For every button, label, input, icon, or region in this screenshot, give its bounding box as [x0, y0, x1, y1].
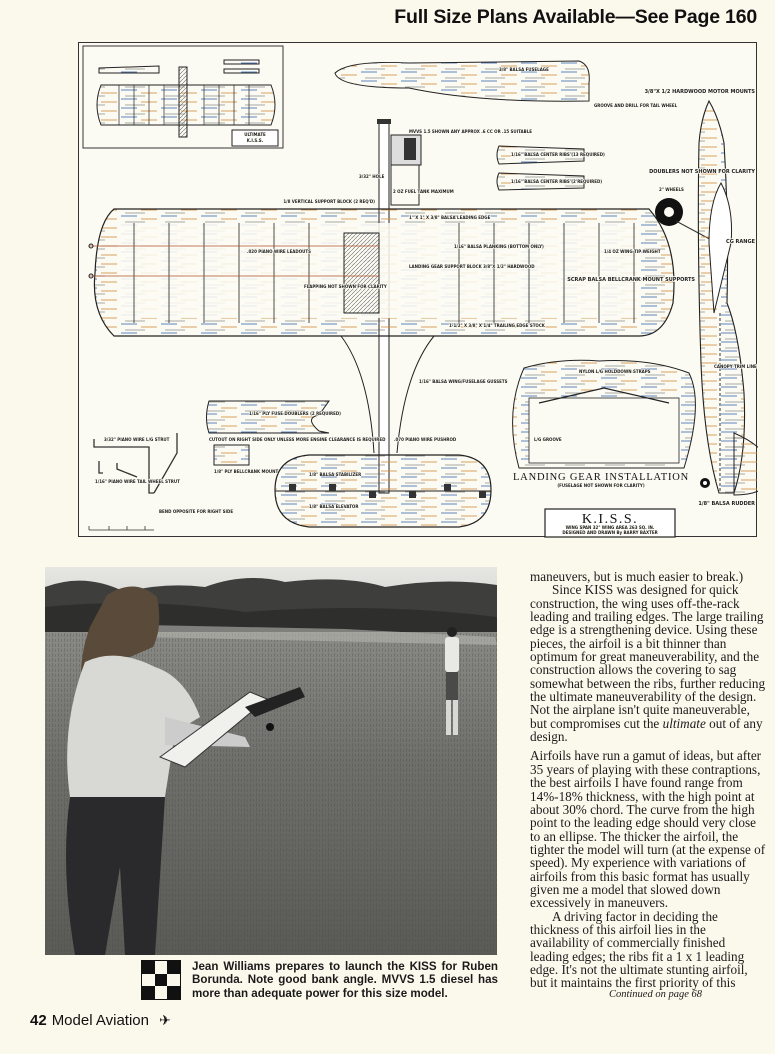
- label-gear-block: LANDING GEAR SUPPORT BLOCK 3/8"X 1/2" HA…: [409, 264, 535, 269]
- woman-launcher: [66, 586, 250, 955]
- body-line: thickness of this airfoil lies in the: [530, 921, 706, 937]
- body-line: pieces, the airfoil is a bit thinner tha…: [530, 635, 727, 651]
- label-elevator: 1/8" BALSA ELEVATOR: [309, 504, 358, 509]
- body-line: edge is a strengthening device. Using th…: [530, 622, 758, 638]
- photo-caption: Jean Williams prepares to launch the KIS…: [192, 960, 498, 1000]
- title-block: K.I.S.S. WING SPAN 32" WING AREA 263 SQ.…: [544, 508, 676, 538]
- label-fuselage: 3/8" BALSA FUSELAGE: [499, 67, 549, 72]
- article-body: maneuvers, but is much easier to break.)…: [530, 569, 766, 1000]
- body-line: speed). My experience with variations of: [530, 855, 747, 871]
- magazine-name: Model Aviation: [51, 1012, 149, 1029]
- page-header: Full Size Plans Available—See Page 160: [394, 6, 757, 28]
- label-tip-weight: 1/4 OZ WING TIP WEIGHT: [604, 249, 661, 254]
- body-line: the ultimate maneuverability of the desi…: [530, 689, 757, 705]
- label-bend: BEND OPPOSITE FOR RIGHT SIDE: [159, 509, 233, 514]
- fuse-doubler: [206, 400, 330, 434]
- body-line: excessively in maneuvers.: [530, 895, 669, 911]
- body-line: to an ellipse. The thicker the airfoil, …: [530, 828, 739, 844]
- scale-bar: [88, 526, 154, 531]
- body-line: leading edges; the ribs fit a 1 x 1 lead…: [530, 948, 745, 964]
- label-flapping: FLAPPING NOT SHOWN FOR CLARITY: [304, 284, 387, 289]
- label-cg: CG RANGE: [726, 239, 756, 245]
- body-line: construction allows the covering to sag: [530, 662, 737, 678]
- label-rudder: 1/8" BALSA RUDDER: [698, 501, 755, 507]
- label-ribs13: 1/16" BALSA CENTER RIBS (13 REQUIRED): [511, 152, 605, 157]
- body-line: about 30% chord. The curve from the high: [530, 801, 755, 817]
- plans-drawing: ULTIMATE K.I.S.S. 3/8" BALSA FUSELAGE GR…: [78, 42, 758, 538]
- body-line: maneuvers, but is much easier to break.): [530, 569, 744, 584]
- label-tailwheel: 1/16" PIANO WIRE TAIL WHEEL STRUT: [95, 479, 180, 484]
- title-block-specs: WING SPAN 32" WING AREA 263 SQ. IN.: [566, 525, 655, 530]
- body-italic: ultimate: [662, 715, 706, 731]
- body-text: out of any: [705, 715, 763, 731]
- label-bellcrank: SCRAP BALSA BELLCRANK MOUNT SUPPORTS: [567, 277, 695, 283]
- label-straps: NYLON L/G HOLDDOWN STRAPS: [579, 369, 651, 374]
- label-stabilizer: 1/8" BALSA STABILIZER: [309, 472, 361, 477]
- label-tank: 2 OZ FUEL TANK MAXIMUM: [393, 189, 454, 194]
- label-motor-mounts: 3/8"X 1/2 HARDWOOD MOTOR MOUNTS: [645, 89, 756, 95]
- label-ribs2: 1/16" BALSA CENTER RIBS (2 REQUIRED): [511, 179, 602, 184]
- rudder: [733, 432, 758, 496]
- airplane-icon: ✈: [159, 1012, 171, 1028]
- distant-pilot: [445, 627, 459, 735]
- label-support: 1/8 VERTICAL SUPPORT BLOCK (2 REQ'D): [283, 199, 375, 204]
- body-line: given me a model that slowed down: [530, 881, 721, 897]
- page-number: 42: [30, 1012, 47, 1029]
- body-line: Airfoils have run a gamut of ideas, but …: [530, 748, 762, 764]
- landing-gear-title: LANDING GEAR INSTALLATION: [513, 472, 689, 483]
- body-text: but compromises cut the: [530, 715, 663, 731]
- body-line: Since KISS was designed for quick: [552, 582, 739, 598]
- body-line: optimum for great maneuverability, and t…: [530, 649, 760, 665]
- label-hole: 3/32" HOLE: [359, 174, 385, 179]
- label-planking: 1/16" BALSA PLANKING (BOTTOM ONLY): [454, 244, 544, 249]
- body-line: edge. It's not the ultimate stunting air…: [530, 961, 748, 977]
- label-trailing-edge: 1-1/2" X 3/8" X 1/4" TRAILING EDGE STOCK: [449, 323, 546, 328]
- label-leading-edge: 1" X 1" X 3/8" BALSA LEADING EDGE: [409, 215, 491, 220]
- body-line: but it maintains the first priority of t…: [530, 975, 736, 991]
- continued-note: Continued on page 68: [608, 988, 702, 1000]
- title-block-name: K.I.S.S.: [582, 512, 638, 527]
- body-line: but compromises cut the ultimate out of …: [530, 715, 763, 731]
- label-cutout: CUTOUT ON RIGHT SIDE ONLY UNLESS MORE EN…: [209, 437, 386, 442]
- label-leadouts: .020 PIANO WIRE LEADOUTS: [247, 249, 311, 254]
- label-bellcrank-mount: 1/8" PLY BELLCRANK MOUNT: [214, 469, 278, 474]
- checker-caption-icon: [141, 960, 181, 1000]
- flying-field-photo: [45, 567, 497, 955]
- title-block-credit: DESIGNED AND DRAWN By BARRY BAXTER: [562, 530, 657, 535]
- label-groove: GROOVE AND DRILL FOR TAIL WHEEL: [594, 103, 678, 108]
- center-rib-13: [496, 145, 585, 165]
- plans-svg: ULTIMATE K.I.S.S. 3/8" BALSA FUSELAGE GR…: [82, 45, 758, 538]
- fuselage-side-view: [334, 60, 590, 102]
- body-line: the best airfoils I have found range fro…: [530, 775, 743, 791]
- landing-gear-subtitle: (FUSELAGE NOT SHOWN FOR CLARITY): [557, 483, 645, 488]
- body-line: 35 years of playing with these contrapti…: [530, 761, 761, 777]
- label-fuse-doubler: 1/16" PLY FUSE DOUBLERS (2 REQUIRED): [249, 411, 341, 416]
- thumbnail-subtitle: K.I.S.S.: [247, 138, 264, 143]
- body-line: airfoils from this basic format has usua…: [530, 868, 750, 884]
- label-wheels: 2" WHEELS: [659, 187, 684, 192]
- label-pushrod: .070 PIANO WIRE PUSHROD: [394, 437, 457, 442]
- model-airplane: [158, 687, 305, 768]
- body-line: construction, the wing uses off-the-rack: [530, 595, 740, 611]
- body-line: design.: [530, 729, 568, 745]
- label-l-groove: L/G GROOVE: [534, 437, 562, 442]
- body-line: Not the airplane isn't quite maneuverabl…: [530, 702, 750, 718]
- body-line: 14%-18% thickness, with the high point a…: [530, 788, 755, 804]
- body-line: availability of commercially finished: [530, 935, 726, 951]
- body-line: point to the leading edge should very cl…: [530, 815, 756, 831]
- body-line: A driving factor in deciding the: [552, 908, 718, 924]
- center-rib-2: [496, 172, 585, 191]
- label-engine: MVVS 1.5 SHOWN ANY APPROX .6 CC OR .15 S…: [409, 129, 532, 134]
- label-gussets: 1/16" BALSA WING/FUSELAGE GUSSETS: [419, 379, 508, 384]
- label-doubler: DOUBLERS NOT SHOWN FOR CLARITY: [649, 169, 755, 175]
- wing-ribs: [133, 223, 635, 323]
- label-strut: 3/32" PIANO WIRE L/G STRUT: [104, 437, 170, 442]
- thumbnail-plan: ULTIMATE K.I.S.S.: [82, 45, 284, 149]
- label-canopy: CANOPY TRIM LINE: [714, 364, 757, 369]
- body-line: leading and trailing edges. The large tr…: [530, 609, 764, 625]
- body-line: tighter the model will turn (at the expe…: [530, 841, 766, 857]
- thumbnail-title: ULTIMATE: [244, 132, 266, 137]
- body-line: somewhat between the ribs, further reduc…: [530, 675, 766, 691]
